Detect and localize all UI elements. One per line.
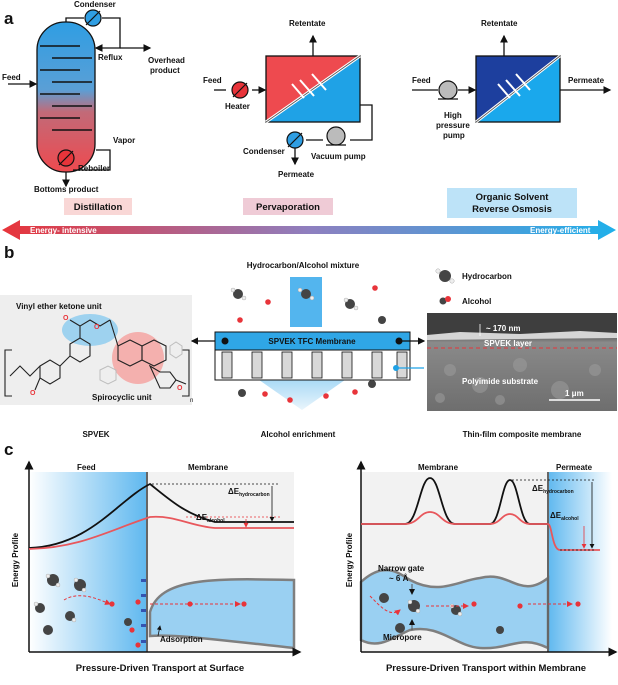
overhead-label-1: Overhead xyxy=(148,56,185,65)
pervaporation-badge xyxy=(243,198,333,215)
left-energy-plot xyxy=(24,460,302,657)
panel-a-letter: a xyxy=(4,9,14,28)
right-membrane: Membrane xyxy=(418,463,459,472)
vacuum-pump-icon xyxy=(326,126,346,146)
high-pressure-pump-icon xyxy=(438,80,458,100)
pv-vacuum-pump: Vacuum pump xyxy=(311,152,366,161)
osro-permeate: Permeate xyxy=(568,76,605,85)
energy-efficient-label: Energy-efficient xyxy=(530,226,591,235)
pv-heater: Heater xyxy=(225,102,250,111)
right-de-al: ΔEalcohol xyxy=(550,511,579,522)
feed-column xyxy=(290,277,322,327)
left-de-hc: ΔEhydrocarbon xyxy=(228,487,270,498)
left-de-al: ΔEalcohol xyxy=(196,513,225,524)
hydrocarbon-legend-icon xyxy=(435,268,455,284)
osro-retentate: Retentate xyxy=(481,19,518,28)
right-xlabel: Pressure-Driven Transport within Membran… xyxy=(386,663,586,674)
mixture-molecules xyxy=(230,285,386,403)
svg-text:O: O xyxy=(63,315,69,322)
panel-b-letter: b xyxy=(4,243,14,262)
pervaporation-module xyxy=(214,34,373,166)
caption-alcohol-enrichment: Alcohol enrichment xyxy=(261,430,336,439)
osro-module xyxy=(412,34,612,124)
left-membrane: Membrane xyxy=(188,463,229,472)
vinyl-label: Vinyl ether ketone unit xyxy=(16,302,102,311)
adsorption-label: Adsorption xyxy=(160,635,203,644)
sem-image xyxy=(427,313,617,411)
left-ylabel: Energy Profile xyxy=(11,532,20,587)
method-osro-2: Reverse Osmosis xyxy=(472,204,552,215)
svg-text:O: O xyxy=(177,385,183,392)
sem-substrate: Polyimide substrate xyxy=(462,377,539,386)
substrate-layer xyxy=(214,349,411,381)
method-pervaporation: Pervaporation xyxy=(256,202,320,213)
method-distillation: Distillation xyxy=(74,202,123,213)
condenser-label: Condenser xyxy=(74,0,116,9)
vapor-label: Vapor xyxy=(113,136,135,145)
membrane-label: SPVEK TFC Membrane xyxy=(268,337,356,346)
left-feed: Feed xyxy=(77,463,96,472)
vinyl-highlight xyxy=(62,314,118,346)
mixture-title: Hydrocarbon/Alcohol mixture xyxy=(247,261,360,270)
method-osro-1: Organic Solvent xyxy=(476,192,550,203)
overhead-label-2: product xyxy=(150,66,180,75)
caption-tfc: Thin-film composite membrane xyxy=(463,430,582,439)
legend-alcohol: Alcohol xyxy=(462,297,491,306)
energy-arrow xyxy=(2,220,616,240)
pv-permeate: Permeate xyxy=(278,170,315,179)
legend-hydrocarbon: Hydrocarbon xyxy=(462,272,512,281)
left-xlabel: Pressure-Driven Transport at Surface xyxy=(76,663,244,674)
right-energy-plot xyxy=(356,460,618,657)
right-de-hc: ΔEhydrocarbon xyxy=(532,484,574,495)
reflux-label: Reflux xyxy=(98,53,123,62)
spiro-label: Spirocyclic unit xyxy=(92,393,152,402)
energy-intensive-label: Energy- intensive xyxy=(30,226,97,235)
sem-thickness: ~ 170 nm xyxy=(486,324,520,333)
svg-text:O: O xyxy=(94,324,100,331)
narrow-gate-1: Narrow gate xyxy=(378,564,425,573)
distillation-badge xyxy=(64,198,132,215)
svg-text:O: O xyxy=(30,390,36,397)
caption-spvek: SPVEK xyxy=(82,430,109,439)
panel-c-letter: c xyxy=(4,440,13,459)
pv-condenser: Condenser xyxy=(243,147,285,156)
osro-pump-3: pump xyxy=(443,131,465,140)
narrow-gate-2: ~ 6 Å xyxy=(389,574,409,583)
feed-label: Feed xyxy=(2,73,21,82)
right-ylabel: Energy Profile xyxy=(345,532,354,587)
distillation-column xyxy=(8,17,152,188)
osro-feed: Feed xyxy=(412,76,431,85)
pv-feed: Feed xyxy=(203,76,222,85)
alcohol-enrichment-arrow xyxy=(252,375,352,410)
osro-badge xyxy=(447,188,577,218)
reboiler-label: Reboiler xyxy=(78,164,110,173)
spiro-highlight xyxy=(112,332,164,384)
osro-pump-1: High xyxy=(444,111,462,120)
sem-layer: SPVEK layer xyxy=(484,339,532,348)
micropore-label: Micropore xyxy=(383,633,422,642)
right-permeate: Permeate xyxy=(556,463,593,472)
pv-retentate: Retentate xyxy=(289,19,326,28)
repeat-n: n xyxy=(190,398,193,404)
spvek-structure xyxy=(4,319,190,397)
sem-scale: 1 μm xyxy=(565,389,584,398)
osro-pump-2: pressure xyxy=(436,121,470,130)
bottoms-label: Bottoms product xyxy=(34,185,99,194)
alcohol-legend-icon xyxy=(439,296,451,305)
